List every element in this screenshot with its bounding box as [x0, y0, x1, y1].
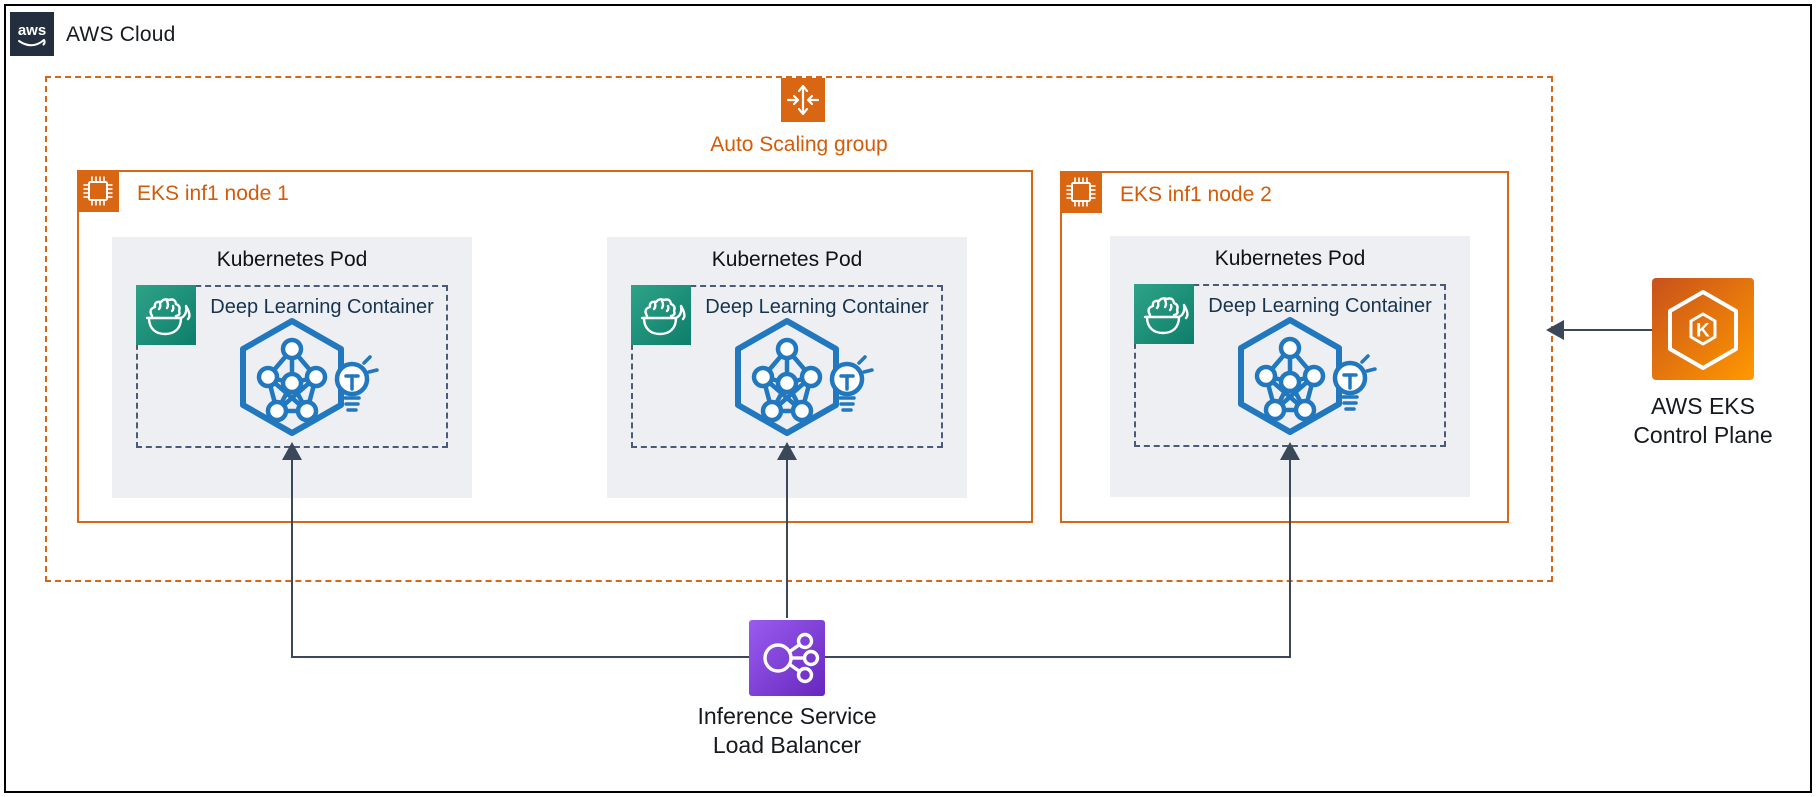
- aws-smile-icon: [18, 39, 45, 47]
- deep-learning-container-label: Deep Learning Container: [210, 296, 434, 318]
- load-balancer-label-line1: Inference Service: [697, 703, 877, 729]
- deep-learning-container-label: Deep Learning Container: [705, 296, 929, 318]
- chip-icon: [1060, 171, 1102, 213]
- neural-network-inference-icon: [725, 317, 875, 437]
- kubernetes-pod-2: Kubernetes Pod Deep Learning Container: [607, 237, 967, 498]
- aws-logo-text: aws: [18, 22, 46, 39]
- eks-node-1-label: EKS inf1 node 1: [137, 182, 289, 205]
- deep-learning-container-icon: [631, 285, 691, 345]
- load-balancer-label-line2: Load Balancer: [712, 732, 862, 758]
- eks-control-plane-label-line2: Control Plane: [1633, 422, 1773, 448]
- deep-learning-container-icon: [1134, 284, 1194, 344]
- aws-cloud-border: [4, 4, 1812, 793]
- eks-control-plane-label-line1: AWS EKS: [1651, 393, 1755, 419]
- load-balancer-label: Inference Service Load Balancer: [612, 702, 962, 760]
- deep-learning-container-label: Deep Learning Container: [1208, 295, 1432, 317]
- eks-control-plane-icon: K: [1652, 278, 1754, 380]
- load-balancer-icon: [749, 620, 825, 696]
- aws-logo: aws: [10, 12, 54, 56]
- eks-control-plane-label: AWS EKS Control Plane: [1553, 392, 1816, 450]
- pod-title: Kubernetes Pod: [1214, 247, 1366, 270]
- deep-learning-container-icon: [136, 285, 196, 345]
- aws-cloud-label: AWS Cloud: [66, 23, 176, 46]
- eks-node-2-box: EKS inf1 node 2: [1060, 171, 1509, 523]
- auto-scaling-group-label: Auto Scaling group: [710, 133, 888, 156]
- pod-title: Kubernetes Pod: [711, 248, 863, 271]
- eks-node-2-label: EKS inf1 node 2: [1120, 183, 1272, 206]
- chip-icon: [77, 170, 119, 212]
- eks-icon-letter: K: [1696, 321, 1710, 342]
- aws-logo-icon: aws: [18, 22, 46, 47]
- kubernetes-pod-1: Kubernetes Pod Deep Learning Container: [112, 237, 472, 498]
- neural-network-inference-icon: [1228, 316, 1378, 436]
- pod-title: Kubernetes Pod: [216, 248, 368, 271]
- auto-scaling-group-icon: [781, 78, 825, 122]
- neural-network-inference-icon: [230, 317, 380, 437]
- kubernetes-pod-3: Kubernetes Pod Deep Learning Container: [1110, 236, 1470, 497]
